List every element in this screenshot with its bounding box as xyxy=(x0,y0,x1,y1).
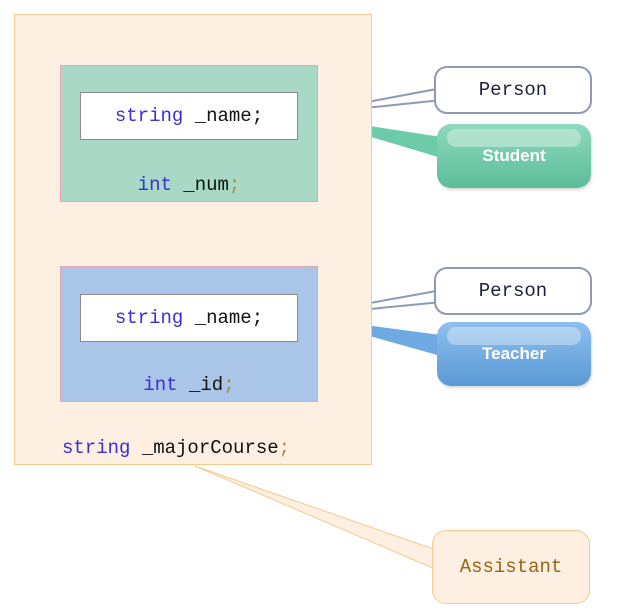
majorcourse-type: string xyxy=(62,437,131,459)
person-callout-bottom: Person xyxy=(434,267,592,315)
teacher-id-type: int xyxy=(143,374,178,396)
teacher-callout-gloss xyxy=(447,327,581,345)
person-callout-top: Person xyxy=(434,66,592,114)
majorcourse-semicolon: ; xyxy=(278,437,291,459)
assistant-callout: Assistant xyxy=(432,530,590,604)
teacher-callout: Teacher xyxy=(437,322,591,386)
student-name-type: string xyxy=(114,105,184,127)
student-num-identifier: _num xyxy=(171,174,229,196)
teacher-id-member: int _id; xyxy=(60,374,318,396)
student-name-identifier: _name; xyxy=(183,105,264,127)
teacher-name-identifier: _name; xyxy=(183,307,264,329)
teacher-callout-label: Teacher xyxy=(482,344,546,363)
teacher-name-type: string xyxy=(114,307,184,329)
student-num-member: int _num; xyxy=(60,174,318,196)
student-num-type: int xyxy=(137,174,172,196)
assistant-majorcourse-member: string _majorCourse; xyxy=(62,437,290,459)
student-callout: Student xyxy=(437,124,591,188)
majorcourse-identifier: _majorCourse xyxy=(130,437,279,459)
student-num-semicolon: ; xyxy=(228,174,241,196)
assistant-callout-pointer xyxy=(194,465,443,573)
teacher-person-name-field: string _name; xyxy=(80,294,298,342)
student-person-name-field: string _name; xyxy=(80,92,298,140)
student-callout-label: Student xyxy=(482,146,546,165)
teacher-id-semicolon: ; xyxy=(223,374,235,396)
teacher-id-identifier: _id xyxy=(177,374,224,396)
student-callout-gloss xyxy=(447,129,581,147)
